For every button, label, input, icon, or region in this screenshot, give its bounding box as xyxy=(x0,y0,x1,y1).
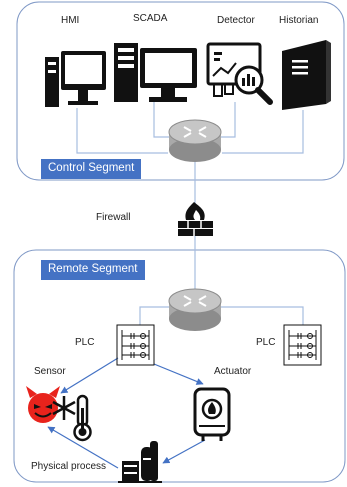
scada-icon xyxy=(114,43,197,102)
plc-left-icon xyxy=(116,324,155,366)
plc-right-icon xyxy=(283,324,322,366)
scada-label: SCADA xyxy=(133,13,168,24)
thermometer-icon xyxy=(52,394,92,442)
historian-label: Historian xyxy=(279,15,319,26)
remote-segment-title: Remote Segment xyxy=(41,260,145,281)
hmi-label: HMI xyxy=(61,15,80,26)
historian-icon xyxy=(282,40,331,110)
sensor-label: Sensor xyxy=(34,366,66,377)
actuator-label: Actuator xyxy=(214,366,252,377)
detector-icon xyxy=(206,42,273,105)
process-arrows xyxy=(47,357,206,469)
physical-process-label: Physical process xyxy=(31,461,107,472)
control-router-icon xyxy=(168,119,222,162)
plc-left-label: PLC xyxy=(75,337,95,348)
devil-face-icon xyxy=(26,386,60,423)
factory-tanks-icon xyxy=(118,441,162,483)
detector-label: Detector xyxy=(217,15,255,26)
firewall-icon xyxy=(178,202,213,236)
firewall-label: Firewall xyxy=(96,212,131,223)
control-links xyxy=(76,102,304,325)
control-segment-title: Control Segment xyxy=(41,159,142,180)
boiler-icon xyxy=(193,387,231,441)
control-segment-box xyxy=(16,1,345,181)
hmi-icon xyxy=(45,51,106,107)
remote-router-icon xyxy=(168,288,222,331)
remote-segment-box xyxy=(13,249,346,483)
plc-right-label: PLC xyxy=(256,337,276,348)
